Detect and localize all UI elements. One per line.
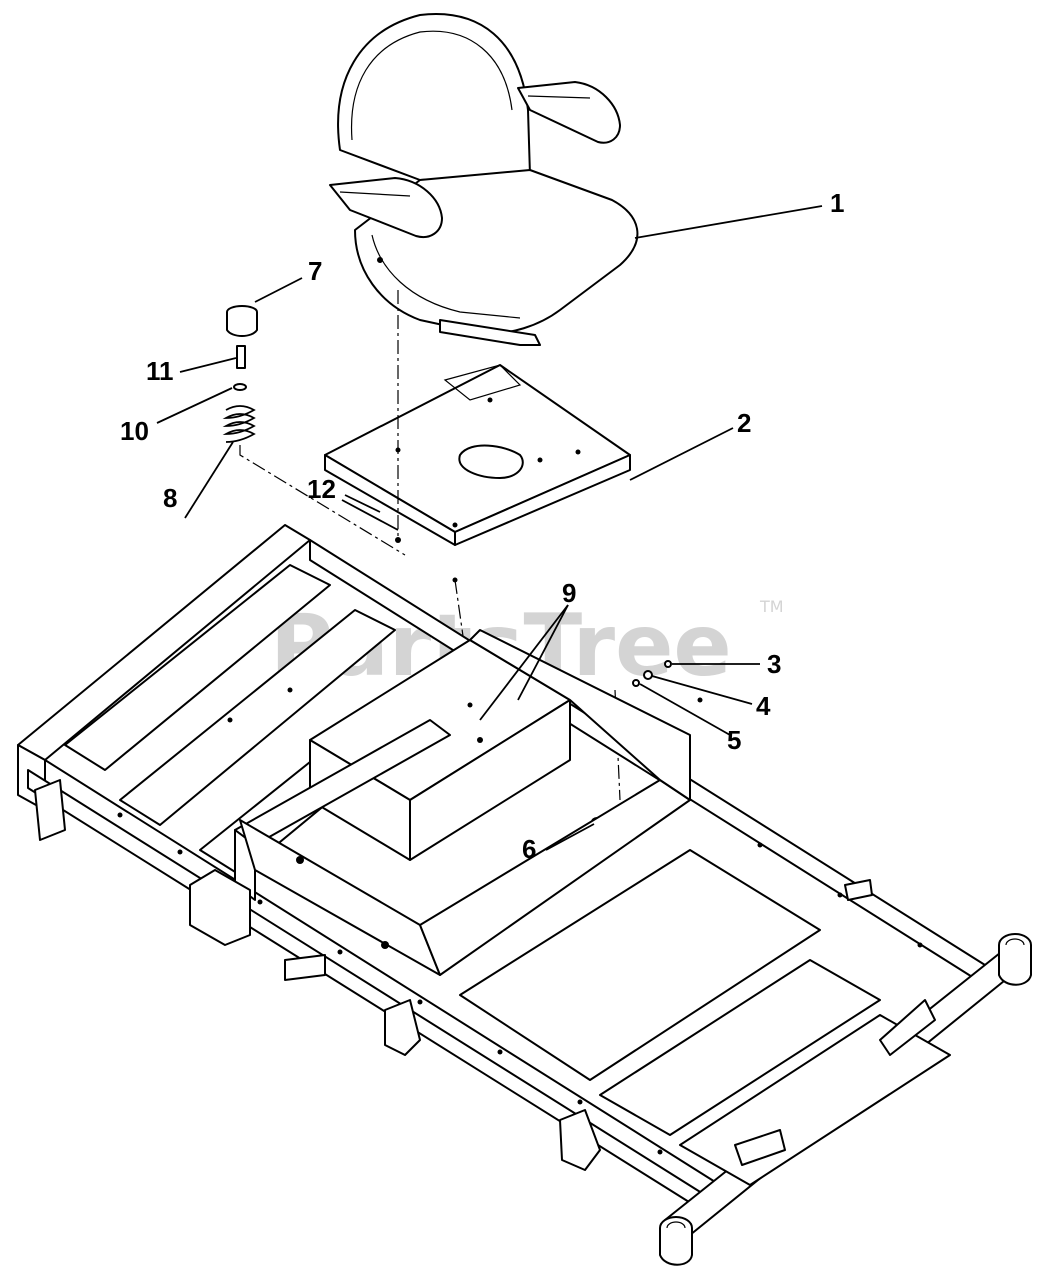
decal-strip	[341, 499, 399, 531]
spring-stack	[222, 305, 406, 556]
callout-4: 4	[756, 691, 771, 721]
callout-1: 1	[830, 188, 844, 218]
leader-lines	[156, 205, 823, 851]
callout-7: 7	[308, 256, 322, 286]
callout-3: 3	[767, 649, 781, 679]
callout-12: 12	[307, 474, 336, 504]
callout-11: 11	[146, 356, 174, 386]
callout-8: 8	[163, 483, 177, 513]
callout-10: 10	[120, 416, 149, 446]
callout-6: 6	[522, 834, 536, 864]
seat	[329, 13, 639, 346]
watermark-trademark: TM	[759, 597, 784, 616]
callout-9: 9	[562, 578, 576, 608]
callout-5: 5	[727, 725, 741, 755]
frame	[17, 524, 1032, 1266]
seat-pan	[324, 364, 631, 546]
callout-2: 2	[737, 408, 751, 438]
